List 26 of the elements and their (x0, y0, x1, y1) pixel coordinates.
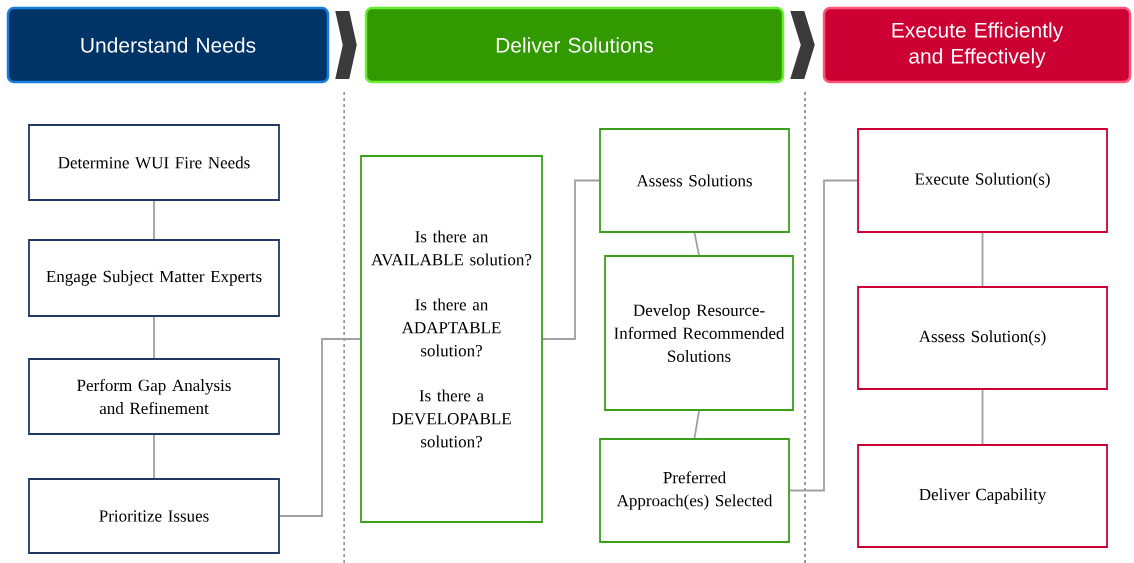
process-box: Deliver Capability (857, 444, 1108, 548)
chevron-arrow (790, 11, 815, 79)
connector-line (693, 410, 700, 439)
process-box: Perform Gap Analysis and Refinement (28, 358, 280, 435)
process-box: Develop Resource-Informed Recommended Solutions (604, 255, 794, 411)
chevron-arrow (335, 11, 357, 79)
phase-header: Understand Needs (6, 6, 330, 84)
process-box: Execute Solution(s) (857, 128, 1108, 233)
connector-line (693, 232, 700, 256)
process-box: Assess Solution(s) (857, 286, 1108, 390)
connector-line (279, 338, 361, 517)
process-box: Is there an AVAILABLE solution? Is there an ADAPTABLE solution? Is there a DEVELOPABLE solution? (360, 155, 543, 523)
process-box: Prioritize Issues (28, 478, 280, 554)
connector-line (981, 389, 984, 445)
connector-line (542, 179, 600, 340)
phase-header: Execute Efficiently and Effectively (822, 6, 1132, 84)
process-box: Assess Solutions (599, 128, 790, 233)
connector-line (153, 434, 155, 479)
process-box: Determine WUI Fire Needs (28, 124, 280, 201)
connector-line (789, 179, 858, 492)
connector-line (153, 200, 155, 240)
phase-header: Deliver Solutions (364, 6, 785, 84)
process-box: Engage Subject Matter Experts (28, 239, 280, 317)
process-box: Preferred Approach(es) Selected (599, 438, 790, 543)
connector-line (153, 316, 155, 359)
connector-line (981, 232, 984, 287)
